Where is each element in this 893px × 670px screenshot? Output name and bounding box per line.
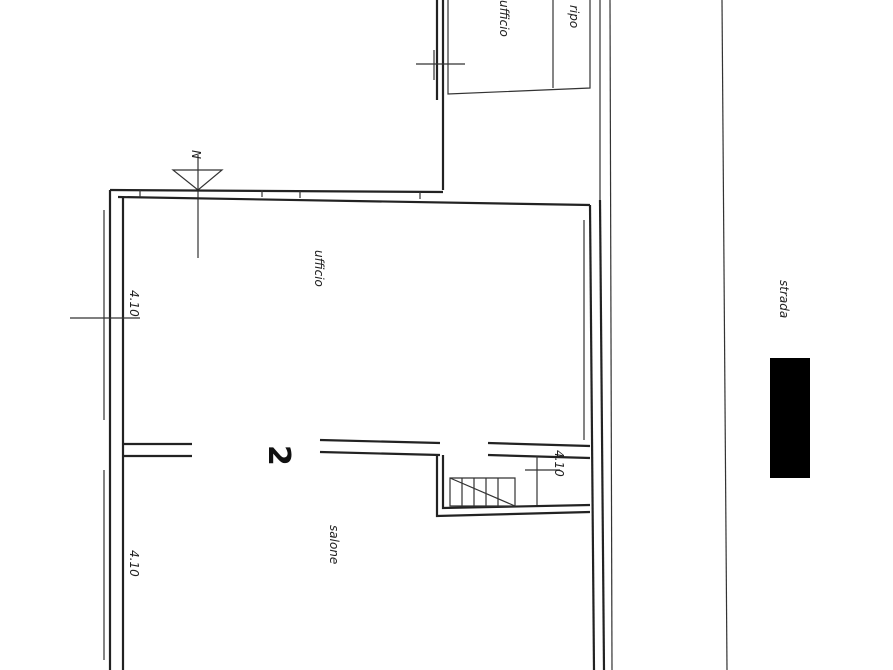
top-rooms [416, 0, 601, 200]
north-arrow-icon: N [171, 150, 224, 258]
unit-number: 2 [261, 445, 296, 466]
legend-box [770, 358, 810, 478]
room-label-top-right: ripo [567, 5, 581, 28]
dimension-label-lower: 4.10 [127, 550, 141, 577]
street-label: strada [777, 280, 791, 318]
stair-dimension-label: 4.10 [552, 450, 566, 477]
room-label-top-left: ufficio [497, 0, 511, 37]
street-strip [609, 0, 810, 670]
north-arrow-label: N [189, 150, 203, 159]
main-walls [70, 188, 606, 670]
room-label-main-upper: ufficio [312, 250, 326, 287]
dimension-label-upper: 4.10 [127, 290, 141, 317]
room-label-main-lower: salone [327, 525, 341, 564]
